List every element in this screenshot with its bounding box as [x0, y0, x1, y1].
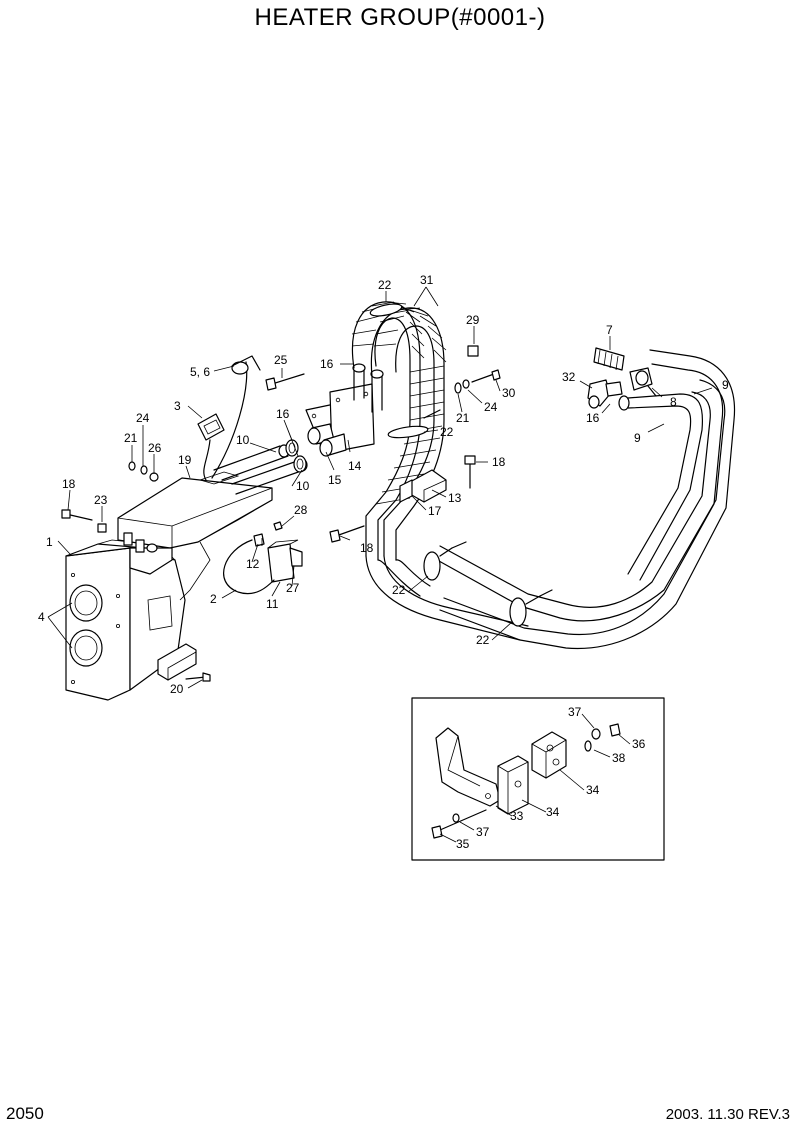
- bolt-18-right: [464, 455, 476, 489]
- bolt-29: [467, 345, 479, 357]
- revision-info: 2003. 11.30 REV.3: [665, 1106, 790, 1123]
- switch-3: [197, 355, 261, 481]
- elbow-32: [587, 379, 623, 409]
- relay-11: [223, 521, 303, 595]
- callout-21: 21: [124, 431, 138, 445]
- callout-37: 37: [476, 825, 490, 839]
- callout-16: 16: [586, 411, 600, 425]
- callout-20: 20: [170, 682, 184, 696]
- callout-31: 31: [420, 273, 434, 287]
- inset-detail: [411, 697, 665, 861]
- callout-9: 9: [722, 378, 729, 392]
- callout-18: 18: [492, 455, 506, 469]
- callout-8: 8: [670, 395, 677, 409]
- bolt-18-middle: [329, 525, 365, 543]
- callout-24: 24: [136, 411, 150, 425]
- leader-lines: [47, 286, 713, 843]
- callout-36: 36: [632, 737, 646, 751]
- callout-26: 26: [148, 441, 162, 455]
- bolt-30-washers: [454, 369, 501, 394]
- page-number: 2050: [6, 1104, 44, 1123]
- callout-labels: 22 31 29 7 25 16 5, 6 32 9 30 24 8 3 16 …: [38, 273, 729, 851]
- callout-11: 11: [266, 597, 279, 611]
- callout-16: 16: [320, 357, 334, 371]
- callout-16: 16: [276, 407, 290, 421]
- callout-22: 22: [378, 278, 392, 292]
- callout-18: 18: [360, 541, 374, 555]
- callout-21: 21: [456, 411, 470, 425]
- callout-22: 22: [392, 583, 406, 597]
- callout-1: 1: [46, 535, 53, 549]
- callout-9: 9: [634, 431, 641, 445]
- callout-18: 18: [62, 477, 76, 491]
- callout-30: 30: [502, 386, 516, 400]
- callout-14: 14: [348, 459, 362, 473]
- callout-22: 22: [440, 425, 454, 439]
- callout-5-6: 5, 6: [190, 365, 210, 379]
- callout-33: 33: [510, 809, 524, 823]
- callout-12: 12: [246, 557, 260, 571]
- duct-19: [117, 471, 273, 601]
- elbow-pipes: [352, 363, 384, 413]
- callout-10: 10: [236, 433, 250, 447]
- callout-10: 10: [296, 479, 310, 493]
- callout-23: 23: [94, 493, 108, 507]
- clamps-16: [285, 439, 307, 473]
- callout-28: 28: [294, 503, 308, 517]
- callout-34: 34: [586, 783, 600, 797]
- cock-8: [593, 347, 657, 397]
- pipes-9: [365, 349, 736, 650]
- callout-24: 24: [484, 400, 498, 414]
- callout-37: 37: [568, 705, 582, 719]
- callout-15: 15: [328, 473, 342, 487]
- callout-29: 29: [466, 313, 480, 327]
- callout-2: 2: [210, 592, 217, 606]
- callout-32: 32: [562, 370, 576, 384]
- callout-19: 19: [178, 453, 192, 467]
- callout-17: 17: [428, 504, 442, 518]
- pipes-15: [307, 423, 347, 457]
- callout-4: 4: [38, 610, 45, 624]
- bolt-25: [265, 373, 305, 391]
- heater-unit: [65, 539, 211, 701]
- page-title: HEATER GROUP(#0001-): [254, 4, 546, 31]
- callout-34: 34: [546, 805, 560, 819]
- callout-25: 25: [274, 353, 288, 367]
- brackets-13-17: [399, 469, 447, 503]
- callout-7: 7: [606, 323, 613, 337]
- callout-13: 13: [448, 491, 462, 505]
- callout-38: 38: [612, 751, 626, 765]
- callout-22: 22: [476, 633, 490, 647]
- callout-3: 3: [174, 399, 181, 413]
- callout-35: 35: [456, 837, 470, 851]
- clamps-22: [369, 303, 441, 439]
- callout-27: 27: [286, 581, 300, 595]
